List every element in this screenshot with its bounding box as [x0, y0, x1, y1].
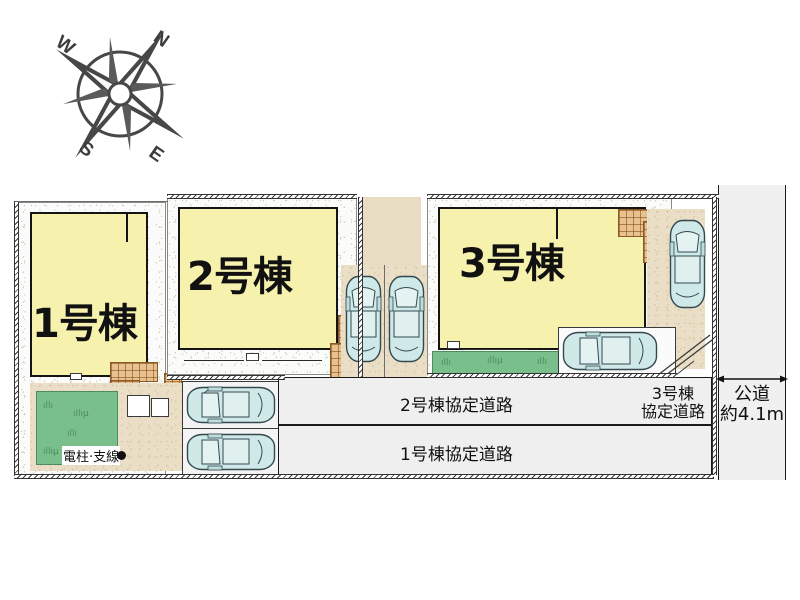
road-2-label: 2号棟協定道路 — [400, 396, 513, 416]
grass-tuft-icon: ıllı — [43, 401, 54, 411]
lot-2-front-line-b — [262, 360, 322, 361]
lot-2-front-line — [184, 360, 244, 361]
lot-3-meter-box — [447, 341, 460, 349]
lot-1-deck — [110, 362, 158, 382]
grass-tuft-icon: ıllıμ — [73, 409, 89, 419]
public-road-strip — [718, 185, 786, 480]
lot-3-ramp-lines — [657, 334, 717, 376]
lot-3-lawn: ıllı ıllıμ ıllı — [432, 351, 576, 374]
compass-west-label: W — [52, 32, 79, 60]
grass-tuft-icon: ıllıμ — [487, 356, 503, 366]
road-1-band — [278, 425, 712, 475]
car-lot1-a — [186, 386, 276, 424]
lot-1-fixture-a — [127, 395, 150, 417]
grass-tuft-icon: ıllıμ — [43, 447, 59, 457]
car-lot3-vertical — [669, 219, 706, 309]
compass-south-label: S — [75, 137, 97, 161]
car-lot2-b — [388, 275, 425, 363]
public-road-label-line1: 公道 — [734, 384, 770, 405]
grass-tuft-icon: ıllı — [67, 429, 78, 439]
boundary-left — [14, 201, 19, 476]
lot-2-building — [178, 207, 338, 350]
lot-1-fixture-b — [151, 398, 169, 417]
lot-2-label: 2号棟 — [187, 254, 293, 300]
road-3-label-line1: 3号棟 — [651, 384, 695, 403]
road-3-label-block: 3号棟 協定道路 — [632, 385, 714, 421]
road-3-label-line2: 協定道路 — [640, 401, 705, 421]
road-1-label: 1号棟協定道路 — [400, 445, 513, 465]
carport-divider-a — [384, 265, 385, 377]
car-lot1-b — [186, 433, 276, 471]
boundary-top-lot1 — [16, 201, 168, 202]
lot-1-building-wing — [30, 212, 128, 242]
utility-pole-label: 電柱·支線 — [62, 446, 121, 465]
compass-rose: N S E W — [40, 14, 200, 174]
public-road-dimension-arrow — [716, 375, 788, 383]
grass-tuft-icon: ıllı — [537, 357, 548, 367]
car-lot2-a — [345, 275, 382, 363]
lot-2-meter-box — [246, 353, 259, 361]
boundary-right — [712, 197, 717, 475]
boundary-lot3-front — [427, 373, 677, 378]
lot-1-meter-box — [70, 373, 82, 380]
boundary-mid-lot1-lot2 — [358, 197, 363, 377]
boundary-bottom — [14, 474, 714, 479]
boundary-top-lot2 — [167, 194, 357, 199]
lot-3-label: 3号棟 — [459, 241, 565, 287]
grass-tuft-icon: ıllı — [441, 358, 452, 368]
lot-2-carport-paving — [359, 197, 421, 265]
lot-1-carport-divider — [182, 428, 292, 429]
public-road-label-block: 公道 約4.1m — [716, 384, 788, 426]
boundary-top-lot3 — [427, 194, 719, 199]
compass-east-label: E — [145, 142, 167, 166]
public-road-label-line2: 約4.1m — [719, 404, 785, 426]
boundary-lot2-front — [167, 375, 285, 380]
utility-pole-dot — [117, 451, 126, 460]
site-plan: 1号棟 ıllı ıllıμ ıllı ıllıμ 電柱·支線 2号棟 — [14, 185, 788, 480]
car-lot3-horizontal — [562, 331, 658, 371]
lot-1-label: 1号棟 — [32, 301, 138, 347]
lot-3-front-line — [462, 349, 528, 350]
